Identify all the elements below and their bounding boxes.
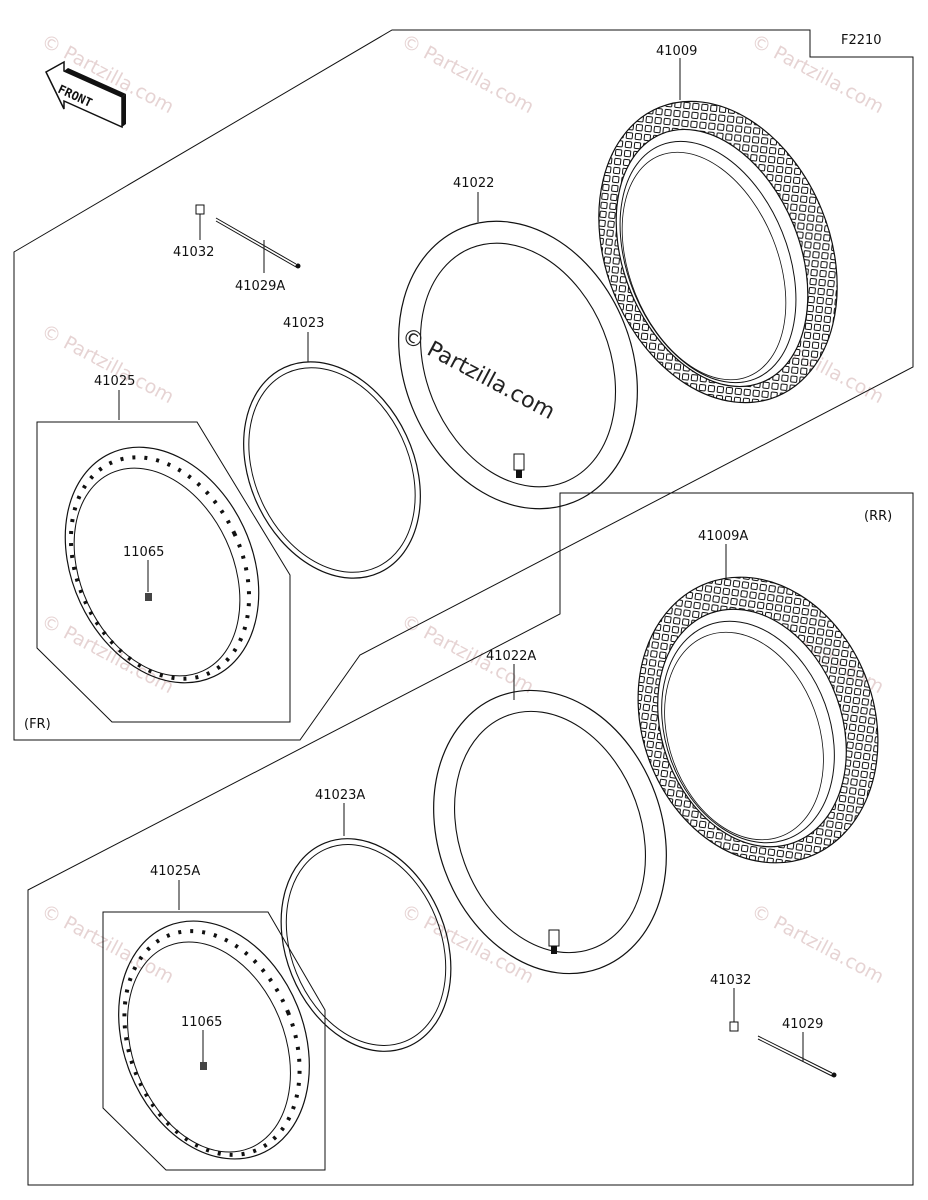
label-41029[interactable]: 41029	[782, 1017, 823, 1032]
label-41032-rear[interactable]: 41032	[710, 973, 751, 988]
front-leaders	[118, 58, 681, 592]
label-11065-rear[interactable]: 11065	[181, 1015, 222, 1030]
label-41029A[interactable]: 41029A	[235, 279, 285, 294]
label-41009A[interactable]: 41009A	[698, 529, 748, 544]
watermark: © Partzilla.com	[38, 320, 178, 408]
label-41025A[interactable]: 41025A	[150, 864, 200, 879]
watermark: © Partzilla.com	[748, 900, 888, 988]
front-rim-box	[36, 421, 291, 723]
front-tire	[598, 100, 838, 404]
main-watermark: © Partzilla.com	[397, 323, 559, 425]
rear-valve-icon	[548, 929, 560, 954]
front-section-label: (FR)	[24, 717, 51, 732]
front-valve-icon	[513, 453, 525, 478]
label-41009[interactable]: 41009	[656, 44, 697, 59]
rear-spoke-icon	[729, 1021, 837, 1078]
figure-code: F2210	[841, 33, 882, 48]
label-41022A[interactable]: 41022A	[486, 649, 536, 664]
label-11065-front[interactable]: 11065	[123, 545, 164, 560]
label-41023A[interactable]: 41023A	[315, 788, 365, 803]
rear-rim-box	[102, 911, 326, 1171]
watermark: © Partzilla.com	[38, 900, 178, 988]
front-tube	[398, 220, 638, 510]
rear-valve-cap-icon	[200, 1062, 207, 1070]
rear-rim-band	[280, 838, 452, 1052]
rear-tube	[433, 689, 667, 975]
front-arrow-icon: FRONT	[45, 60, 126, 129]
rear-tire	[637, 576, 879, 864]
rear-section-label: (RR)	[864, 509, 892, 524]
front-rim-band	[243, 361, 421, 579]
label-41022[interactable]: 41022	[453, 176, 494, 191]
rear-rim	[118, 920, 310, 1160]
watermark: © Partzilla.com	[38, 610, 178, 698]
front-section-outline	[13, 29, 914, 741]
rear-section-outline	[27, 492, 914, 1186]
front-valve-cap-icon	[145, 593, 152, 601]
label-41032-front[interactable]: 41032	[173, 245, 214, 260]
front-rim	[64, 446, 260, 684]
watermark: © Partzilla.com	[398, 30, 538, 118]
label-41025[interactable]: 41025	[94, 374, 135, 389]
rear-leaders	[178, 544, 804, 1062]
label-41023[interactable]: 41023	[283, 316, 324, 331]
